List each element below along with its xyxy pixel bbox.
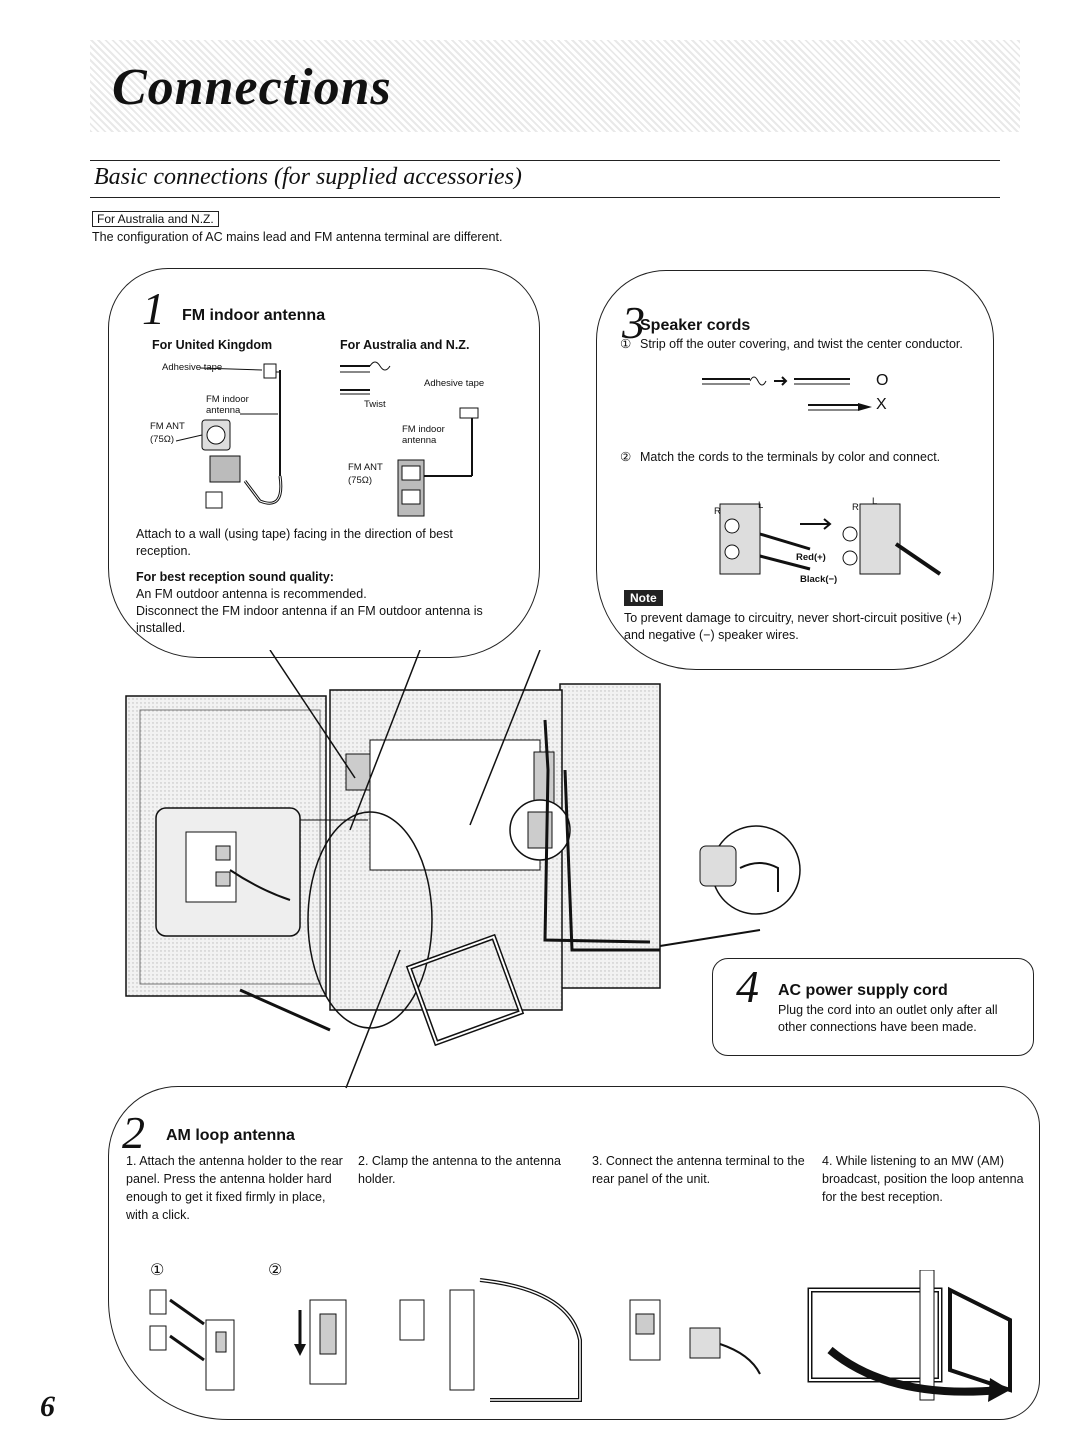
fm-uk-diagram <box>175 363 283 509</box>
am-step-3: 3. Connect the antenna terminal to the r… <box>592 1154 805 1186</box>
ac-text: Plug the cord into an outlet only after … <box>778 1003 998 1034</box>
fm-heading: FM indoor antenna <box>182 307 326 324</box>
speaker-step2-text: Match the cords to the terminals by colo… <box>640 450 941 464</box>
title-band <box>90 40 1020 132</box>
stereo-unit-illustration <box>125 650 801 1089</box>
fm-au-antenna-label: FM indoor antenna <box>402 424 445 446</box>
fm-best-heading: For best reception sound quality: <box>136 570 334 584</box>
section-subtitle: Basic connections (for supplied accessor… <box>94 164 522 190</box>
speaker-note-text: To prevent damage to circuitry, never sh… <box>624 611 962 642</box>
am-sub-marker-1: ① <box>150 1262 165 1279</box>
fm-antenna-panel <box>108 268 540 658</box>
fm-uk-ohm-label: (75Ω) <box>150 434 174 445</box>
fm-best-line1: An FM outdoor antenna is recommended. <box>136 587 367 601</box>
speaker-label-l1: L <box>758 500 764 511</box>
page-title: Connections <box>112 59 392 116</box>
am-step-2: 2. Clamp the antenna to the antenna hold… <box>358 1154 561 1186</box>
speaker-ok-mark: O <box>876 372 889 389</box>
ac-step-number: 4 <box>736 961 759 1012</box>
fm-uk-antenna-label: FM indoor antenna <box>206 394 249 416</box>
am-sub-marker-2: ② <box>268 1262 283 1279</box>
fm-au-tape-label: Adhesive tape <box>424 378 485 389</box>
fm-best-line2: Disconnect the FM indoor antenna if an F… <box>136 604 483 635</box>
subtitle-rule-bottom <box>90 197 1000 198</box>
speaker-step2-marker: ② <box>620 450 632 464</box>
region-tag: For Australia and N.Z. <box>92 211 219 227</box>
am-step-4: 4. While listening to an MW (AM) broadca… <box>822 1154 1024 1204</box>
am-step-number: 2 <box>122 1107 145 1158</box>
speaker-step-number: 3 <box>622 297 645 348</box>
speaker-wire-strip-diagram <box>702 376 872 411</box>
ac-power-panel <box>712 958 1034 1056</box>
speaker-ng-mark: X <box>876 396 887 413</box>
fm-col-au: For Australia and N.Z. <box>340 338 470 352</box>
speaker-label-r1: R <box>714 506 721 517</box>
fm-col-uk: For United Kingdom <box>152 338 273 352</box>
speaker-label-black: Black(−) <box>800 574 838 585</box>
am-antenna-panel <box>108 1086 1040 1420</box>
speaker-step1-text: Strip off the outer covering, and twist … <box>640 337 963 351</box>
am-heading: AM loop antenna <box>166 1127 295 1144</box>
subtitle-rule-top <box>90 160 1000 161</box>
fm-au-ohm-label: (75Ω) <box>348 475 372 486</box>
fm-au-diagram <box>340 361 479 517</box>
fm-uk-tape-label: Adhesive tape <box>162 362 223 373</box>
fm-au-ant-label: FM ANT <box>348 462 383 473</box>
fm-uk-ant-label: FM ANT <box>150 421 185 432</box>
fm-step-number: 1 <box>142 283 165 334</box>
fm-attach-text: Attach to a wall (using tape) facing in … <box>136 527 453 558</box>
am-step-1: 1. Attach the antenna holder to the rear… <box>126 1154 343 1222</box>
fm-au-twist-label: Twist <box>364 399 386 410</box>
am-loop-diagram <box>149 1270 1012 1402</box>
speaker-terminal-diagram <box>719 503 942 576</box>
ac-heading: AC power supply cord <box>778 982 948 999</box>
speaker-step1-marker: ① <box>620 337 632 351</box>
region-note: The configuration of AC mains lead and F… <box>92 230 503 244</box>
speaker-label-red: Red(+) <box>796 552 826 563</box>
speaker-label-l2: L <box>872 496 878 507</box>
speaker-heading: Speaker cords <box>640 317 751 334</box>
speaker-note-badge: Note <box>624 590 663 606</box>
page-number: 6 <box>40 1390 55 1423</box>
speaker-label-r2: R <box>852 502 859 513</box>
